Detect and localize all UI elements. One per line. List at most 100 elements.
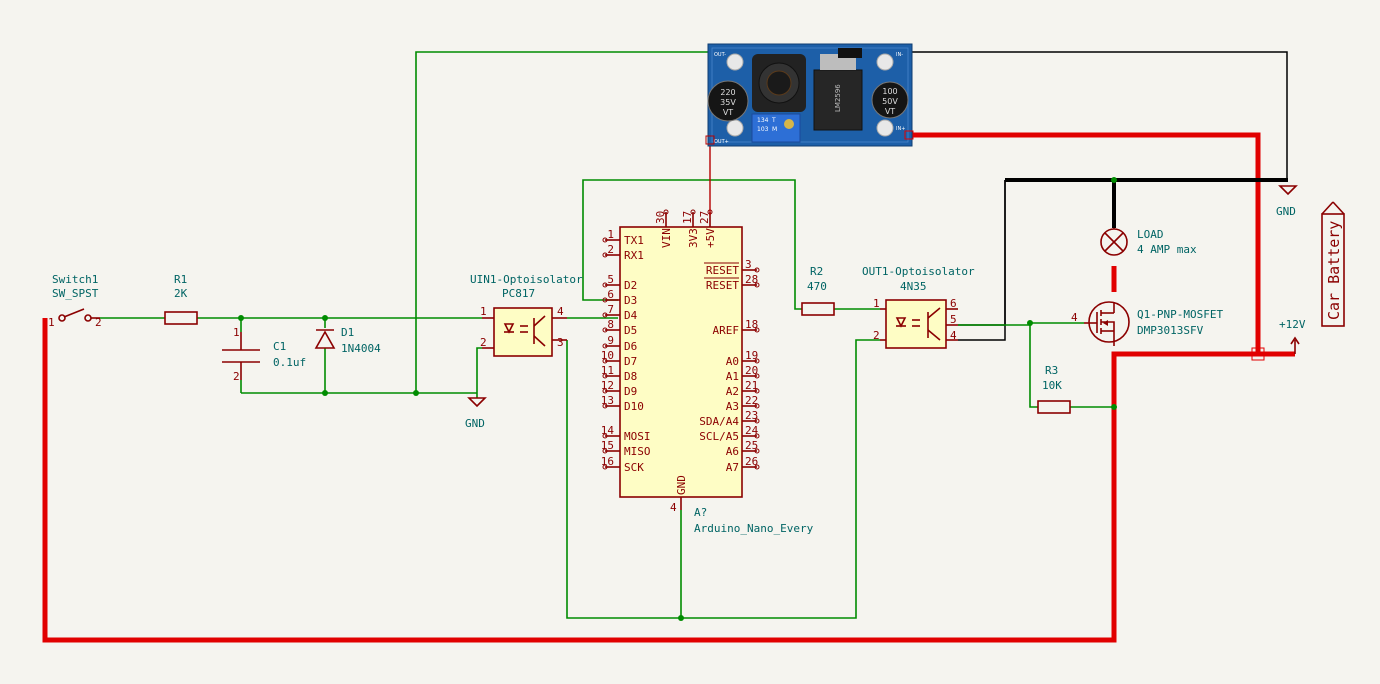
arduino-pin-name: A2 [726, 385, 739, 398]
optoisolator-out1[interactable]: OUT1-Optoisolator 4N35 1 2 6 5 4 [862, 265, 975, 349]
svg-text:134: 134 [757, 117, 769, 124]
r2-value: 470 [807, 280, 827, 293]
svg-text:103: 103 [757, 126, 769, 133]
arduino-pin-num: 11 [601, 364, 614, 377]
switch1[interactable]: Switch1 SW_SPST 1 2 [48, 273, 102, 329]
arduino-pin-num: 8 [607, 318, 614, 331]
mosfet-q1[interactable]: Q1-PNP-MOSFET DMP3013SFV 4 [1071, 301, 1223, 346]
arduino-pin-aref[interactable]: 18 AREF [713, 318, 760, 337]
resistor-r2[interactable]: R2 470 [801, 265, 835, 316]
junction-dots [238, 177, 1117, 621]
buck-chip: LM2596 [813, 48, 863, 131]
svg-text:M: M [772, 126, 777, 133]
arduino-pin-name: MOSI [624, 430, 651, 443]
arduino-pin-num: 24 [745, 424, 759, 437]
arduino-pin-num: 14 [601, 424, 615, 437]
out1-pin1: 1 [873, 297, 880, 310]
car-battery[interactable]: Car Battery [1321, 201, 1345, 327]
arduino-pin-name: RESET [706, 264, 739, 277]
out1-value: 4N35 [900, 280, 927, 293]
arduino-pin-name: SCK [624, 461, 644, 474]
power-12v-symbol: +12V [1251, 318, 1306, 361]
uin1-pin1: 1 [480, 305, 487, 318]
svg-text:100: 100 [882, 87, 897, 96]
arduino-pin-name: D3 [624, 294, 637, 307]
arduino-ref: A? [694, 506, 707, 519]
resistor-r3[interactable]: R3 10K [1037, 364, 1071, 414]
buck-converter-board[interactable]: 220 35V VT 134 T 103 M LM2596 [705, 43, 914, 147]
arduino-pin-num: 18 [745, 318, 758, 331]
svg-text:50V: 50V [882, 97, 898, 106]
buck-cap-right: 100 50V VT [871, 81, 909, 119]
battery-label: Car Battery [1325, 221, 1343, 320]
arduino-pin-name: SDA/A4 [699, 415, 739, 428]
arduino-pin-num: 22 [745, 394, 758, 407]
d1-ref: D1 [341, 326, 354, 339]
diode-d1[interactable]: D1 1N4004 [314, 326, 381, 355]
svg-text:IN-: IN- [896, 52, 903, 58]
buck-potentiometer: 134 T 103 M [751, 113, 801, 143]
load-lamp[interactable]: LOAD 4 AMP max [1100, 228, 1197, 256]
arduino-pin-name: A1 [726, 370, 739, 383]
c1-pin1: 1 [233, 326, 240, 339]
capacitor-c1[interactable]: C1 0.1uf 1 2 [222, 326, 306, 383]
optoisolator-uin1[interactable]: UIN1-Optoisolator PC817 1 2 3 4 [470, 273, 583, 357]
uin1-pin4: 4 [557, 305, 564, 318]
arduino-value: Arduino_Nano_Every [694, 522, 814, 535]
c1-pin2: 2 [233, 370, 240, 383]
svg-text:VT: VT [723, 108, 733, 117]
resistor-r1[interactable]: R1 2K [164, 273, 198, 325]
gnd-symbol-2: GND [1276, 185, 1298, 218]
arduino-pin-name: AREF [713, 324, 740, 337]
arduino-pin-name: MISO [624, 445, 651, 458]
arduino-pin-name: A6 [726, 445, 739, 458]
q1-gate-pin: 4 [1071, 311, 1078, 324]
svg-text:IN+: IN+ [896, 126, 905, 132]
svg-text:35V: 35V [720, 98, 736, 107]
svg-text:T: T [771, 117, 776, 124]
arduino-pin-num: 16 [601, 455, 614, 468]
arduino-pin-name: RESET [706, 279, 739, 292]
arduino-pin-mosi[interactable]: 14 MOSI [601, 424, 651, 443]
arduino-pin-name: D10 [624, 400, 644, 413]
d1-value: 1N4004 [341, 342, 381, 355]
arduino-pin-num: 30 [654, 211, 667, 224]
arduino-pin-sck[interactable]: 16 SCK [601, 455, 644, 474]
arduino-pin-num: 1 [607, 228, 614, 241]
gnd-symbol-1: GND [465, 397, 487, 430]
arduino-pin-num: 10 [601, 349, 614, 362]
svg-text:VT: VT [885, 107, 895, 116]
arduino-pin-num: 12 [601, 379, 614, 392]
gnd-black-wires [908, 51, 1288, 341]
arduino-pin-5v[interactable]: 27+5V [698, 209, 717, 248]
svg-text:OUT+: OUT+ [714, 139, 729, 145]
